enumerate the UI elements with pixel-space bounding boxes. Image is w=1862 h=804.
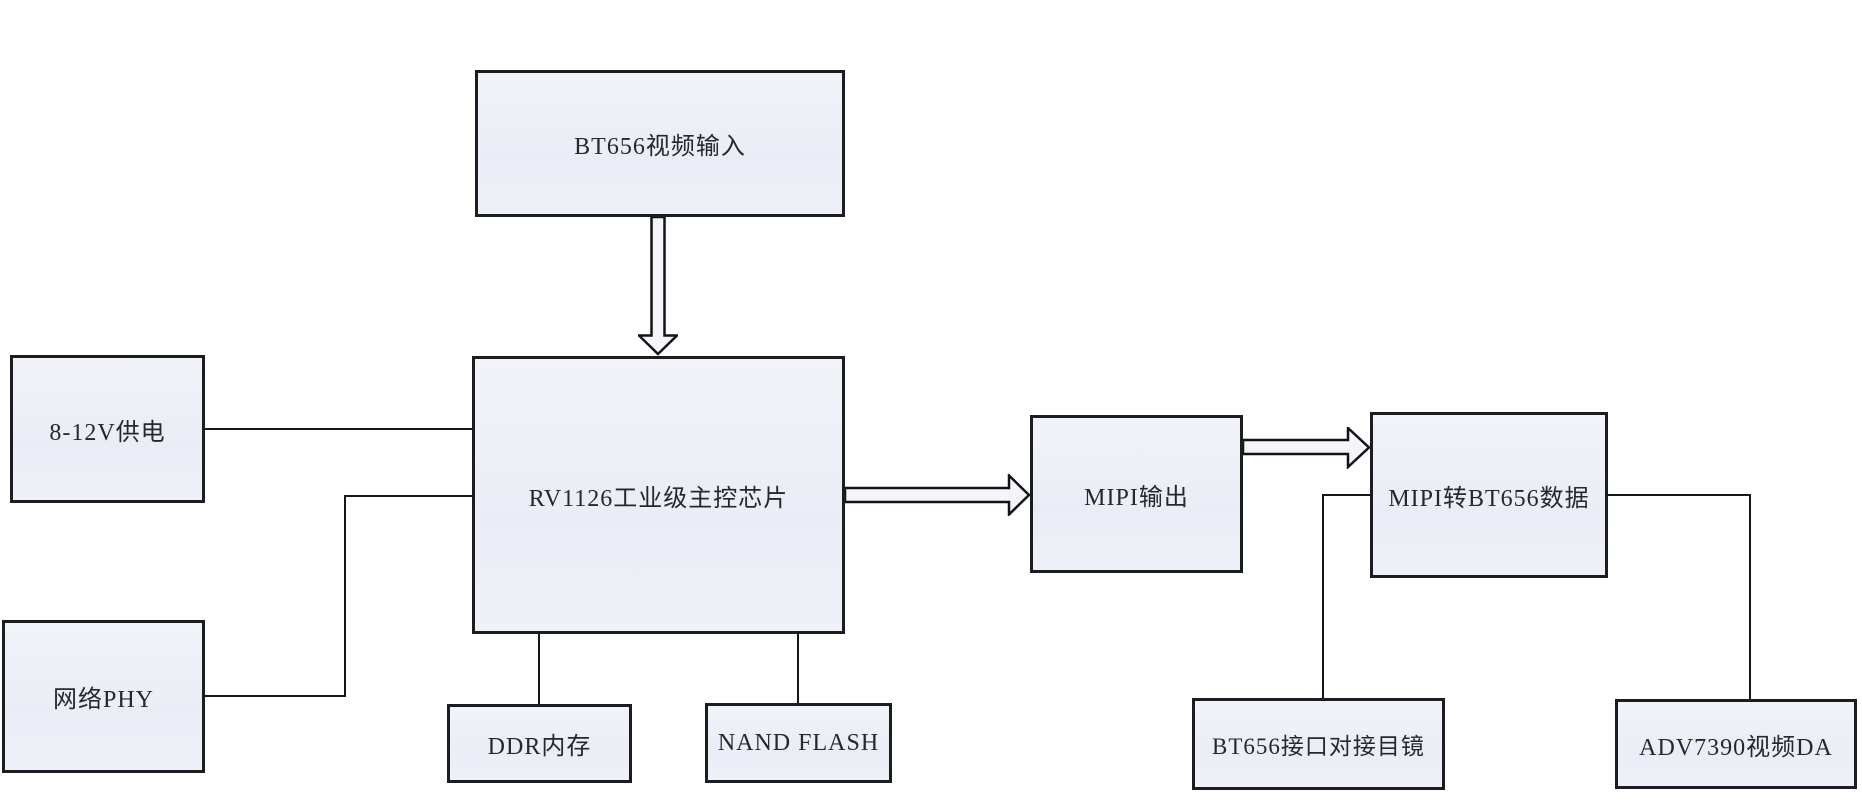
- node-ddr-memory: DDR内存: [447, 704, 632, 783]
- node-label: RV1126工业级主控芯片: [528, 485, 789, 512]
- node-bt656-eyepiece: BT656接口对接目镜: [1192, 698, 1445, 790]
- connector-main-to-ddr: [538, 632, 540, 704]
- node-label: 网络PHY: [52, 687, 154, 713]
- node-rv1126-main-chip: RV1126工业级主控芯片: [472, 356, 845, 634]
- node-bt656-video-input: BT656视频输入: [475, 70, 845, 217]
- node-label: NAND FLASH: [717, 729, 880, 756]
- node-network-phy: 网络PHY: [2, 620, 205, 773]
- connector-phy-to-main-seg1: [205, 695, 346, 697]
- node-label: 8-12V供电: [49, 419, 166, 446]
- connector-mipi2bt-to-adv-seg2: [1749, 494, 1751, 699]
- node-label: DDR内存: [487, 734, 592, 760]
- arrow-mipi-output-to-mipi2bt656-icon: [1243, 427, 1371, 469]
- node-label: MIPI输出: [1084, 484, 1189, 511]
- node-mipi-to-bt656: MIPI转BT656数据: [1370, 412, 1608, 578]
- node-label: ADV7390视频DA: [1639, 734, 1833, 761]
- node-label: BT656视频输入: [574, 134, 746, 160]
- connector-phy-to-main-seg2: [344, 495, 346, 697]
- connector-mipi2bt-to-eyepiece-seg2: [1322, 494, 1324, 698]
- arrow-bt656-input-to-main-icon: [638, 217, 678, 356]
- node-nand-flash: NAND FLASH: [705, 703, 892, 783]
- connector-mipi2bt-to-eyepiece-seg1: [1322, 494, 1372, 496]
- connector-main-to-nand: [797, 632, 799, 703]
- arrow-main-to-mipi-output-icon: [845, 474, 1031, 516]
- node-adv7390-video-da: ADV7390视频DA: [1615, 699, 1857, 789]
- connector-mipi2bt-to-adv-seg1: [1606, 494, 1751, 496]
- connector-power-to-main: [205, 428, 472, 430]
- connector-phy-to-main-seg3: [344, 495, 474, 497]
- node-label: MIPI转BT656数据: [1388, 485, 1590, 512]
- node-mipi-output: MIPI输出: [1030, 415, 1243, 573]
- node-power-supply: 8-12V供电: [10, 355, 205, 503]
- node-label: BT656接口对接目镜: [1212, 734, 1425, 759]
